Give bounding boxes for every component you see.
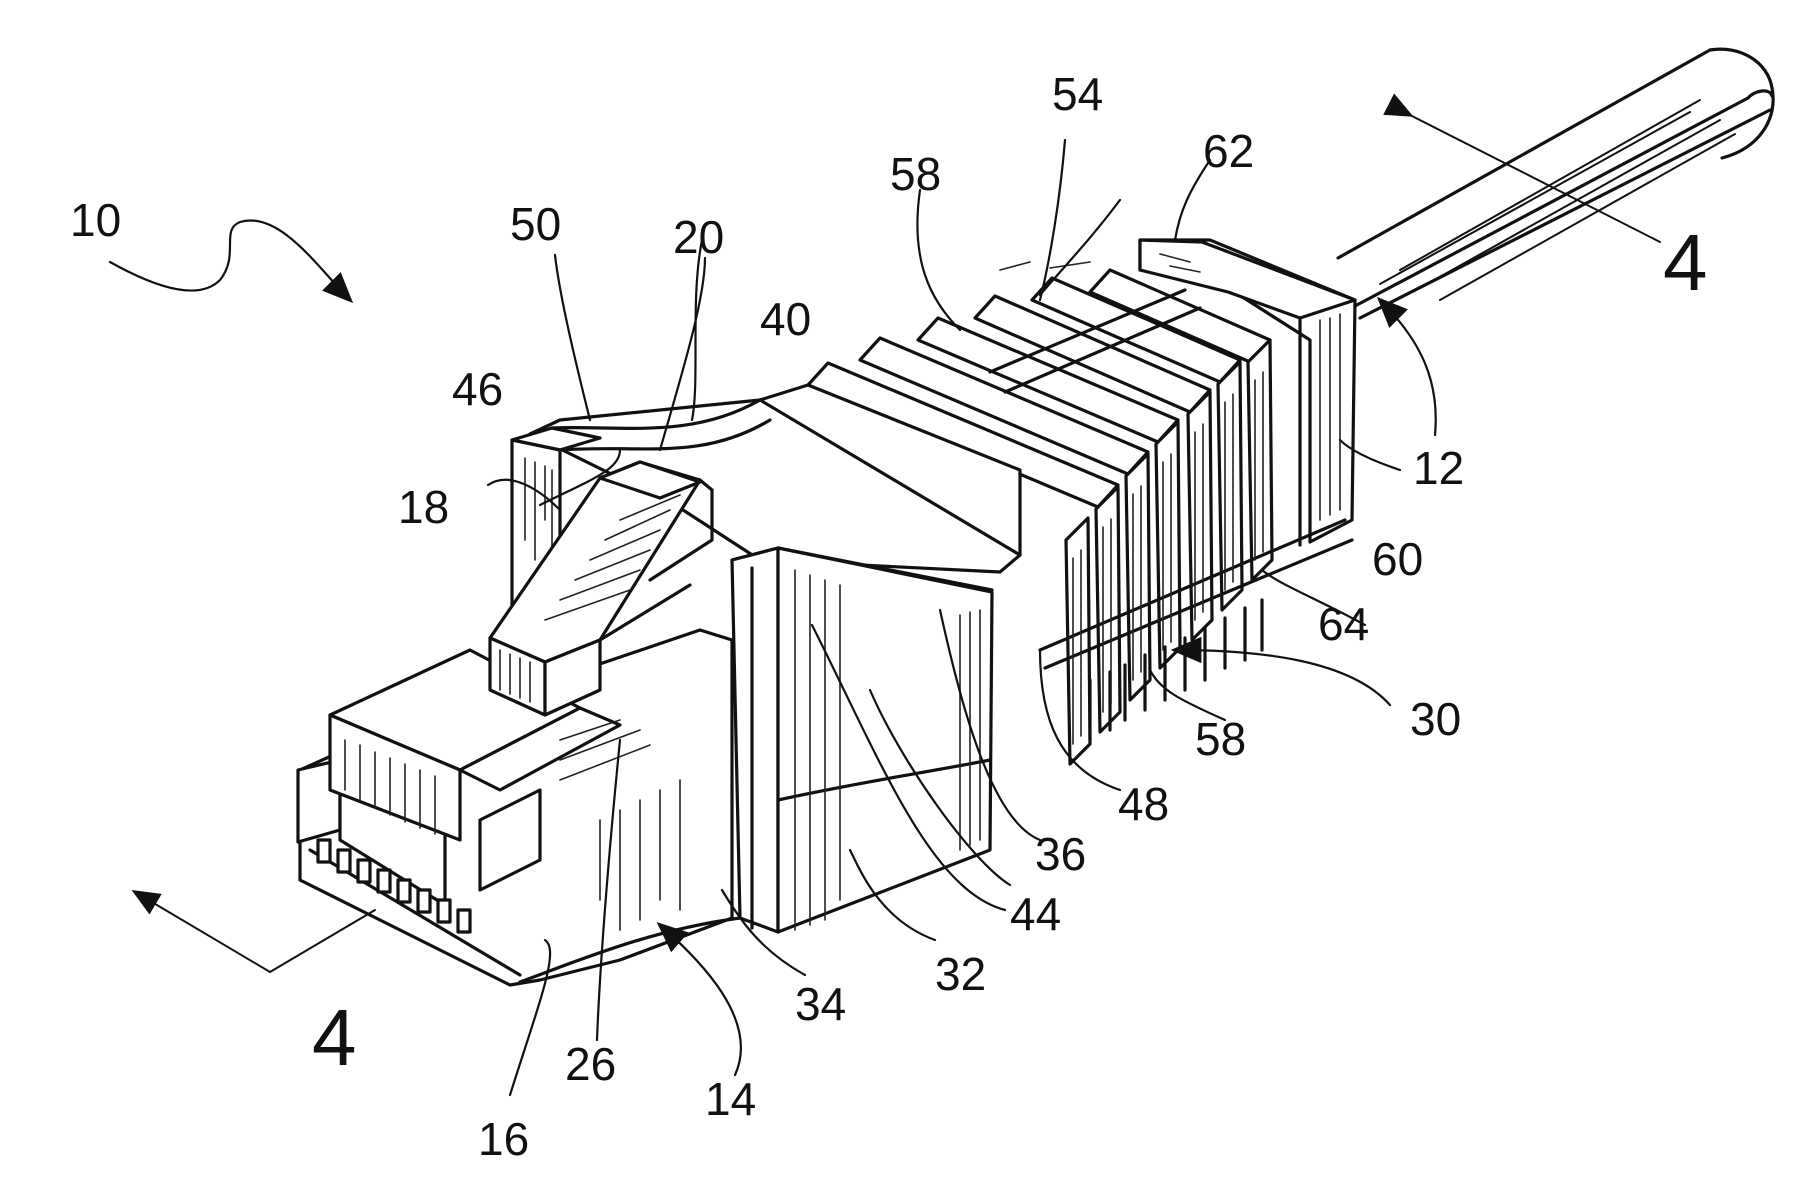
label-rib-lower: 58 [1195,713,1246,765]
label-latch-arm: 20 [673,211,724,263]
label-latch-tip: 26 [565,1038,616,1090]
label-assembly: 10 [70,194,121,246]
section-mark-left: 4 [312,993,357,1082]
label-boot-side: 36 [1035,828,1086,880]
label-cable: 12 [1413,442,1464,494]
label-wing-left-face: 44 [1010,888,1061,940]
label-rib-top: 54 [1052,68,1103,120]
label-boot: 30 [1410,693,1461,745]
cable-drawing [1338,49,1773,318]
label-boot-edge: 34 [795,978,846,1030]
label-plug: 14 [705,1073,756,1125]
label-collar-lower: 64 [1318,598,1369,650]
label-latch: 18 [398,481,449,533]
label-collar-top: 62 [1203,125,1254,177]
label-boot-front: 32 [935,948,986,1000]
label-wing-right-top: 48 [1118,778,1169,830]
label-boot-top: 40 [760,293,811,345]
section-mark-right: 4 [1663,218,1708,307]
label-rear-collar: 60 [1372,533,1423,585]
label-wing-left-top: 50 [510,198,561,250]
label-wing-right: 46 [452,363,503,415]
label-rib-upper: 58 [890,148,941,200]
label-front: 16 [478,1113,529,1165]
